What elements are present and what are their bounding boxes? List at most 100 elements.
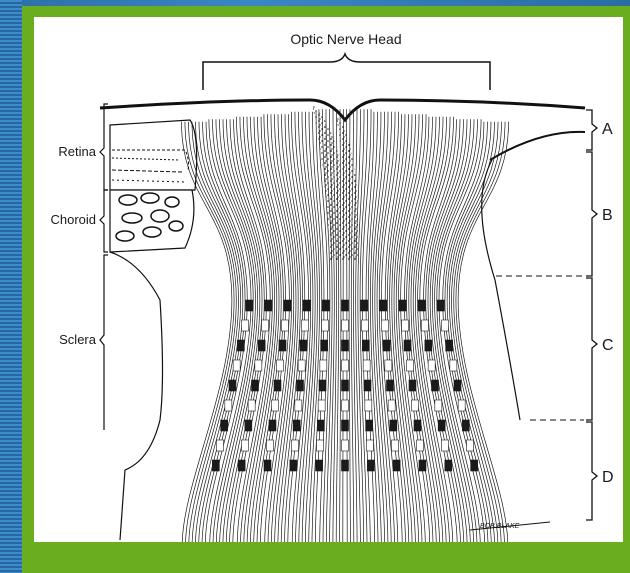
lamina-pore [383,340,390,351]
lamina-pore [284,300,291,311]
lamina-pore [342,320,349,331]
lamina-pore [342,300,349,311]
lamina-pore [366,420,373,431]
lamina-pore [242,320,249,331]
lamina-pore [404,340,411,351]
lamina-pore [458,400,465,411]
lamina-pore [392,440,399,451]
lamina-pore [435,400,442,411]
region-label-c: C [602,337,614,354]
lamina-pore [248,400,255,411]
lamina-pore [362,320,369,331]
lamina-pore [237,340,244,351]
lamina-pore [264,460,271,471]
lamina-pore [225,400,232,411]
lamina-pore [265,300,272,311]
lamina-pore [446,340,453,351]
sclera-outline [110,252,163,540]
lamina-pore [442,440,449,451]
lamina-pore [320,360,327,371]
lamina-pore [262,320,269,331]
lamina-pore [295,400,302,411]
right-braces [586,110,597,520]
lamina-pore [442,320,449,331]
lamina-pore [390,420,397,431]
lamina-pore [399,300,406,311]
lamina-pore [417,440,424,451]
lamina-pore [342,420,349,431]
optic-nerve-head-label: Optic Nerve Head [290,31,401,47]
lamina-pore [221,420,228,431]
sclera-label: Sclera [59,332,97,347]
lamina-pore [242,440,249,451]
lamina-pore [238,460,245,471]
lamina-pore [229,380,236,391]
lamina-pore [407,360,414,371]
lamina-pore [277,360,284,371]
lamina-pore [342,400,349,411]
lamina-pore [258,340,265,351]
lamina-pore [290,460,297,471]
lamina-pore [279,340,286,351]
lamina-pore [387,380,394,391]
lamina-pore [428,360,435,371]
lamina-pore [412,400,419,411]
lamina-pore [282,320,289,331]
lamina-pore [419,460,426,471]
lamina-pore [363,360,370,371]
lamina-pore [342,440,349,451]
lamina-pore [438,420,445,431]
lamina-pore [342,380,349,391]
svg-text:BOB BLAKE: BOB BLAKE [480,523,520,530]
lamina-pore [471,460,478,471]
lamina-pore [445,460,452,471]
lamina-pore [437,300,444,311]
lamina-pore [297,380,304,391]
lamina-pore [252,380,259,391]
lamina-pore [298,360,305,371]
lamina-pore [393,460,400,471]
lamina-pore [414,420,421,431]
region-label-d: D [602,469,614,486]
lamina-pore [217,440,224,451]
lamina-pore [303,300,310,311]
lamina-pore [342,360,349,371]
lamina-pore [467,440,474,451]
lamina-pore [364,380,371,391]
lamina-pore [317,440,324,451]
lamina-pore [322,320,329,331]
left-braces [100,104,108,430]
retinal-surface [100,100,585,120]
lamina-pore [342,460,349,471]
lamina-pore [292,440,299,451]
lamina-pore [322,300,329,311]
retina-layer [110,120,197,190]
lamina-pore [319,380,326,391]
lamina-pore [342,340,349,351]
artist-signature: BOB BLAKE [470,522,550,530]
lamina-pore [293,420,300,431]
retina-label: Retina [58,144,96,159]
lamina-pore [316,460,323,471]
lamina-pore [246,300,253,311]
lamina-pore [367,460,374,471]
lamina-pore [365,400,372,411]
region-label-a: A [602,121,613,138]
lamina-pore [212,460,219,471]
lamina-pore [367,440,374,451]
lamina-pore [432,380,439,391]
lamina-pore [274,380,281,391]
lamina-pore [382,320,389,331]
lamina-pore [362,340,369,351]
lamina-pore [422,320,429,331]
nerve-fiber [456,122,505,545]
lamina-pore [300,340,307,351]
region-label-b: B [602,207,613,224]
lamina-pore [385,360,392,371]
lamina-pore [255,360,262,371]
choroid-label: Choroid [50,212,96,227]
lamina-pore [302,320,309,331]
lamina-pore [318,400,325,411]
lamina-pore [409,380,416,391]
